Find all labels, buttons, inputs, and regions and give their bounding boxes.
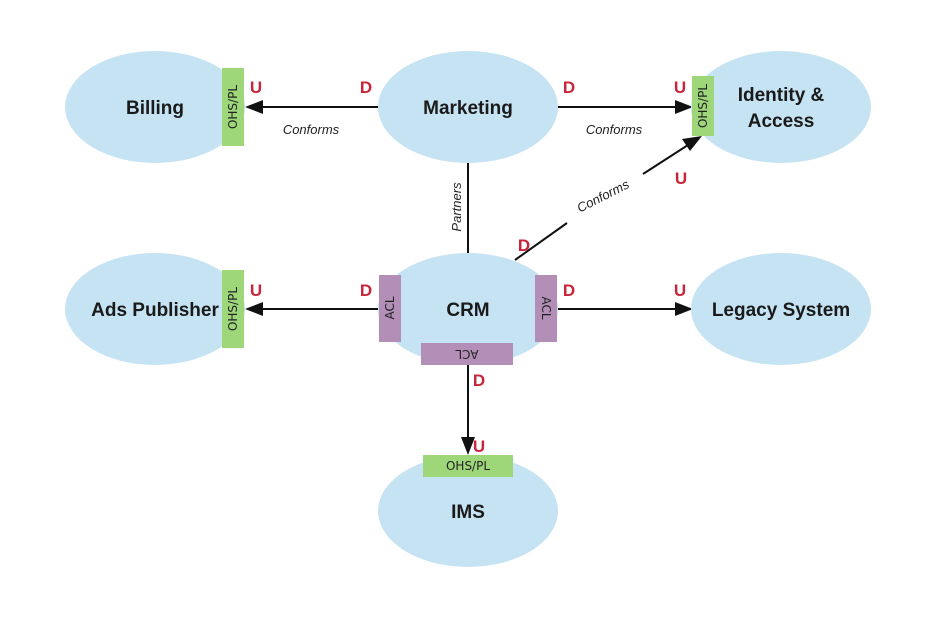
- relation-label-marketing-billing: Conforms: [283, 122, 340, 137]
- arrowhead-identity-crm: [682, 136, 702, 151]
- edge-crm-identity-lower: [514, 222, 568, 261]
- context-ims-label: IMS: [451, 502, 485, 523]
- marker-crm-d-ims: D: [473, 371, 485, 390]
- arrowhead-billing: [245, 100, 263, 114]
- context-billing-label: Billing: [126, 98, 184, 119]
- ohs-pl-ims: OHS/PL: [423, 455, 513, 477]
- marker-crm-d-legacy: D: [563, 281, 575, 300]
- acl-crm-bottom: ACL: [421, 343, 513, 365]
- acl-crm-right: ACL: [535, 275, 557, 342]
- ohs-pl-ads-publisher: OHS/PL: [222, 270, 244, 348]
- context-billing[interactable]: Billing: [65, 51, 245, 163]
- context-crm-label: CRM: [446, 300, 489, 321]
- arrowhead-ads: [245, 302, 263, 316]
- marker-crm-d-ads: D: [360, 281, 372, 300]
- context-marketing-label: Marketing: [423, 98, 513, 119]
- marker-identity-u-left: U: [674, 78, 686, 97]
- acl-left-label: ACL: [383, 296, 397, 319]
- relation-label-crm-identity: Conforms: [574, 176, 631, 215]
- marker-ads-u: U: [250, 281, 262, 300]
- marker-billing-u: U: [250, 78, 262, 97]
- context-identity-label-line2: Access: [748, 111, 815, 132]
- marker-crm-d-identity: D: [518, 236, 530, 255]
- ohs-pl-identity-label: OHS/PL: [696, 84, 710, 128]
- context-identity-access[interactable]: Identity & Access: [691, 51, 871, 163]
- ohs-pl-ads-label: OHS/PL: [226, 287, 240, 331]
- ohs-pl-ims-label: OHS/PL: [446, 459, 490, 473]
- arrowhead-legacy: [675, 302, 693, 316]
- relation-label-marketing-crm: Partners: [449, 182, 464, 232]
- context-legacy-label: Legacy System: [712, 300, 850, 321]
- acl-right-label: ACL: [539, 296, 553, 319]
- acl-crm-left: ACL: [379, 275, 401, 342]
- edge-crm-identity-upper: [642, 144, 689, 175]
- marker-marketing-d-right: D: [563, 78, 575, 97]
- context-legacy-system[interactable]: Legacy System: [691, 253, 871, 365]
- marker-ims-u: U: [473, 437, 485, 456]
- context-ads-publisher[interactable]: Ads Publisher: [65, 253, 245, 365]
- context-marketing[interactable]: Marketing: [378, 51, 558, 163]
- context-ads-publisher-label: Ads Publisher: [91, 300, 219, 321]
- arrowhead-ims: [461, 437, 475, 455]
- context-ims[interactable]: IMS: [378, 455, 558, 567]
- ohs-pl-identity: OHS/PL: [692, 76, 714, 136]
- context-identity-label-line1: Identity &: [738, 85, 825, 106]
- marker-marketing-d-left: D: [360, 78, 372, 97]
- context-crm[interactable]: CRM: [378, 253, 558, 365]
- acl-bottom-label: ACL: [455, 347, 478, 361]
- marker-identity-u-crm: U: [675, 169, 687, 188]
- ohs-pl-billing: OHS/PL: [222, 68, 244, 146]
- arrowhead-identity-marketing: [675, 100, 693, 114]
- ohs-pl-billing-label: OHS/PL: [226, 85, 240, 129]
- marker-legacy-u: U: [674, 281, 686, 300]
- relation-label-marketing-identity: Conforms: [586, 122, 643, 137]
